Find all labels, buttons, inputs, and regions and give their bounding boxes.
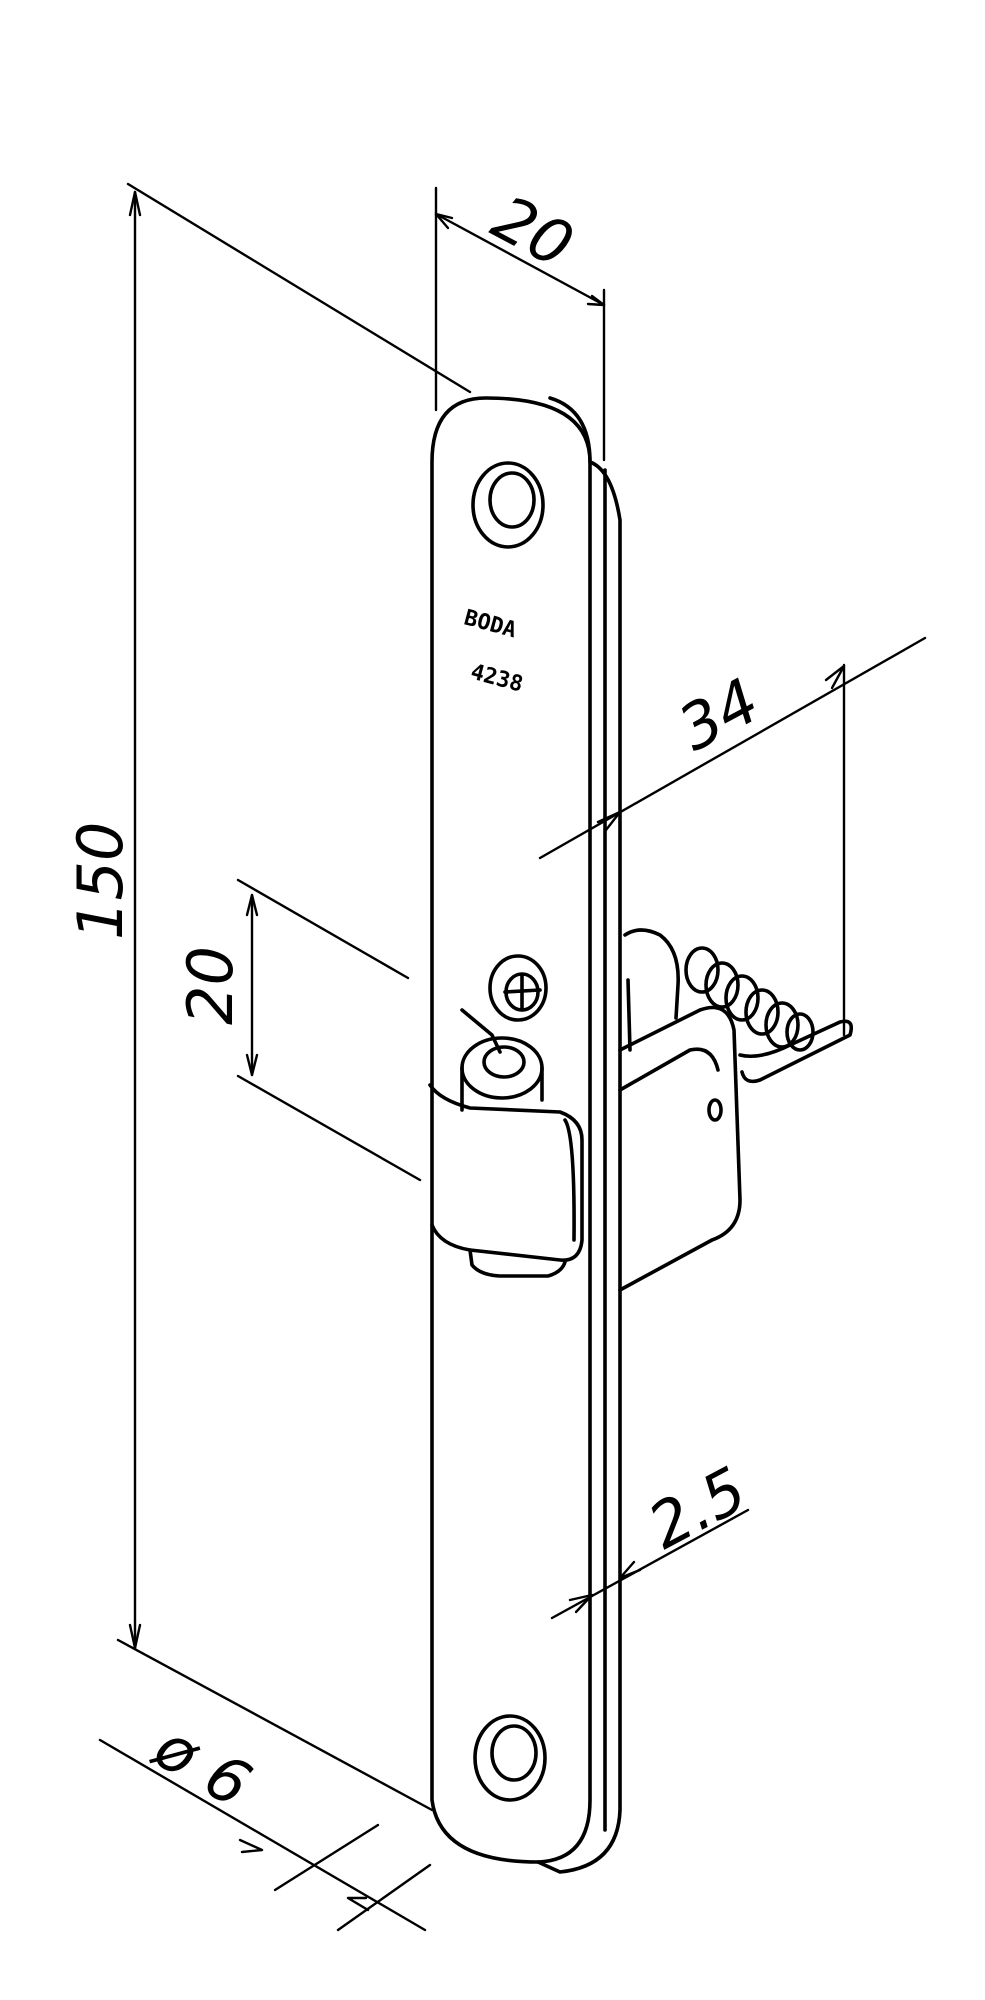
housing-top — [618, 1047, 720, 1092]
stamp-line-1: BODA — [461, 605, 519, 643]
spring-coil-5 — [764, 1001, 800, 1049]
dim-hole-diameter: ø 6 — [98, 1709, 432, 1932]
roller-neck — [460, 1066, 544, 1112]
dim-150-arrow-top — [128, 190, 142, 217]
dim-20b-label: 20 — [174, 946, 247, 1025]
roller-body — [428, 1083, 584, 1262]
dim-34-arrow-left — [596, 810, 622, 832]
adjust-screw-head — [488, 954, 548, 1022]
dim-projection: 34 — [538, 636, 927, 1037]
dim-150-label: 150 — [64, 822, 137, 940]
housing-rivet — [707, 1098, 723, 1122]
dim-o6-ext-right — [336, 1863, 432, 1932]
dim-150-ext-top — [126, 182, 472, 394]
dim-total-length: 150 — [64, 182, 472, 1812]
dim-150-arrow-bottom — [128, 1623, 142, 1650]
rear-housing — [618, 928, 854, 1292]
dim-20b-arrow-bottom — [245, 1053, 259, 1077]
bolt-stem — [460, 1008, 502, 1054]
dim-34-label: 34 — [667, 664, 771, 765]
bottom-hole-outer — [473, 1714, 547, 1802]
dim-20w-line — [434, 212, 606, 307]
dim-2-5-arrow-right — [618, 1560, 642, 1580]
roller-bolt — [428, 954, 584, 1278]
dim-2-5-label: 2.5 — [637, 1452, 758, 1563]
dim-20w-label: 20 — [481, 181, 585, 282]
roller-body-edge — [563, 1118, 576, 1242]
dim-o6-line — [98, 1738, 427, 1932]
dim-2-5-line — [550, 1508, 750, 1620]
spring-coil-2 — [704, 961, 740, 1009]
plate-front-face — [430, 396, 592, 1864]
dim-34-arrow-right — [824, 664, 846, 690]
roller-base — [468, 1248, 567, 1278]
dim-20w-arrow-left — [434, 212, 454, 230]
strike-plate: BODA 4238 — [430, 396, 622, 1874]
dim-bolt-height: 20 — [174, 878, 422, 1182]
dim-20b-ext-bottom — [236, 1074, 422, 1182]
dim-o6-arrow-left — [238, 1838, 264, 1854]
spring — [684, 946, 854, 1084]
dim-2-5-arrow-left — [568, 1593, 594, 1614]
bottom-hole-inner — [490, 1724, 538, 1782]
dim-20b-arrow-top — [245, 893, 259, 917]
dim-o6-ext-left — [273, 1823, 380, 1892]
housing-spring-cover — [623, 928, 680, 1052]
plate-edge — [536, 396, 622, 1874]
top-hole-inner — [488, 471, 536, 529]
dim-o6-label: ø 6 — [142, 1709, 263, 1821]
spring-tab — [738, 1019, 854, 1084]
spring-coil-3 — [724, 974, 760, 1022]
spring-coil-6 — [785, 1012, 815, 1052]
dim-20w-arrow-right — [586, 294, 606, 307]
stamp-line-2: 4238 — [468, 660, 526, 698]
dim-20b-ext-top — [236, 878, 410, 980]
dim-o6-arrow-right — [346, 1896, 370, 1912]
spring-coil-1 — [684, 946, 720, 994]
housing-box — [618, 1005, 742, 1292]
adjust-screw-cross — [503, 973, 542, 1012]
dim-thickness: 2.5 — [550, 1452, 758, 1620]
roller-axle — [482, 1045, 526, 1079]
dim-34-line — [538, 636, 927, 860]
top-hole-outer — [471, 461, 545, 549]
spring-coil-4 — [744, 988, 780, 1036]
dim-150-ext-bottom — [116, 1638, 434, 1812]
